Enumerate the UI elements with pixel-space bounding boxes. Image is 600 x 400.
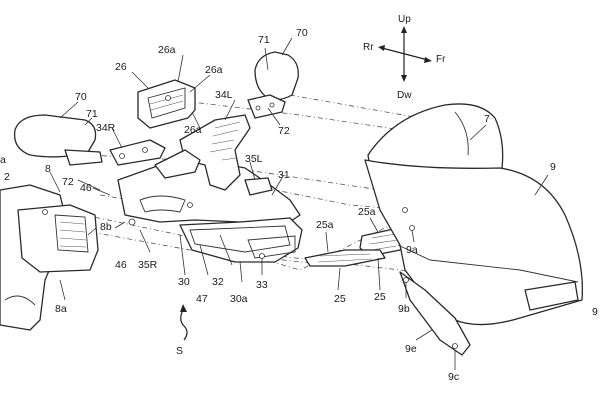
ref-71-right: 71 (258, 34, 270, 46)
ref-31: 31 (278, 169, 290, 181)
ref-30a: 30a (230, 293, 248, 305)
ref-9a: 9a (406, 244, 418, 256)
ref-8a: 8a (55, 303, 67, 315)
right-mirror (247, 51, 299, 119)
ref-a: a (0, 154, 6, 166)
ref-8: 8 (45, 163, 51, 175)
ref-34L: 34L (215, 89, 233, 101)
ref-9c: 9c (448, 371, 459, 383)
ref-33: 33 (256, 279, 268, 291)
main-frame (117, 114, 301, 226)
ref-S: S (176, 345, 183, 357)
ref-8b: 8b (100, 221, 112, 233)
ref-25-right: 25 (374, 291, 386, 303)
ref-72-left: 72 (62, 176, 74, 188)
ref-35L: 35L (245, 153, 263, 165)
ref-72-right: 72 (278, 125, 290, 137)
ref-35R: 35R (138, 259, 158, 271)
ref-7: 7 (484, 113, 490, 125)
ref-47: 47 (196, 293, 208, 305)
label-up: Up (398, 14, 411, 25)
leader-lines (49, 37, 549, 370)
ref-71-left: 71 (86, 108, 98, 120)
label-rear: Rr (363, 42, 374, 53)
ref-9: 9 (550, 161, 556, 173)
windscreen-7 (367, 103, 504, 171)
arrow-S (180, 304, 188, 341)
vent-25 (304, 249, 386, 267)
label-front: Fr (436, 54, 446, 65)
ref-25a-left: 25a (316, 219, 334, 231)
ref-9e: 9e (405, 343, 417, 355)
ref-32: 32 (212, 276, 224, 288)
ref-25a-right: 25a (358, 206, 376, 218)
ref-34R: 34R (96, 122, 116, 134)
left-side-panel (0, 184, 99, 331)
bracket-34R (109, 139, 166, 166)
ref-26a-lower: 26a (184, 124, 202, 136)
ref-70-left: 70 (75, 91, 87, 103)
ref-70-right: 70 (296, 27, 308, 39)
ref-25-left: 25 (334, 293, 346, 305)
ref-26a-right: 26a (205, 64, 223, 76)
ref-9b: 9b (398, 303, 410, 315)
ref-46-upper: 46 (80, 182, 92, 194)
ref-9-right: 9 (592, 306, 598, 318)
front-cowl-9 (364, 159, 584, 356)
ref-30: 30 (178, 276, 190, 288)
ref-26: 26 (115, 61, 127, 73)
lower-duct (179, 217, 303, 263)
left-mirror (13, 114, 103, 166)
direction-indicator (378, 26, 432, 82)
ref-26a-top: 26a (158, 44, 176, 56)
label-down: Dw (397, 90, 412, 101)
ref-46-lower: 46 (115, 259, 127, 271)
inner-cover-26 (137, 79, 196, 129)
ref-2: 2 (4, 171, 10, 183)
